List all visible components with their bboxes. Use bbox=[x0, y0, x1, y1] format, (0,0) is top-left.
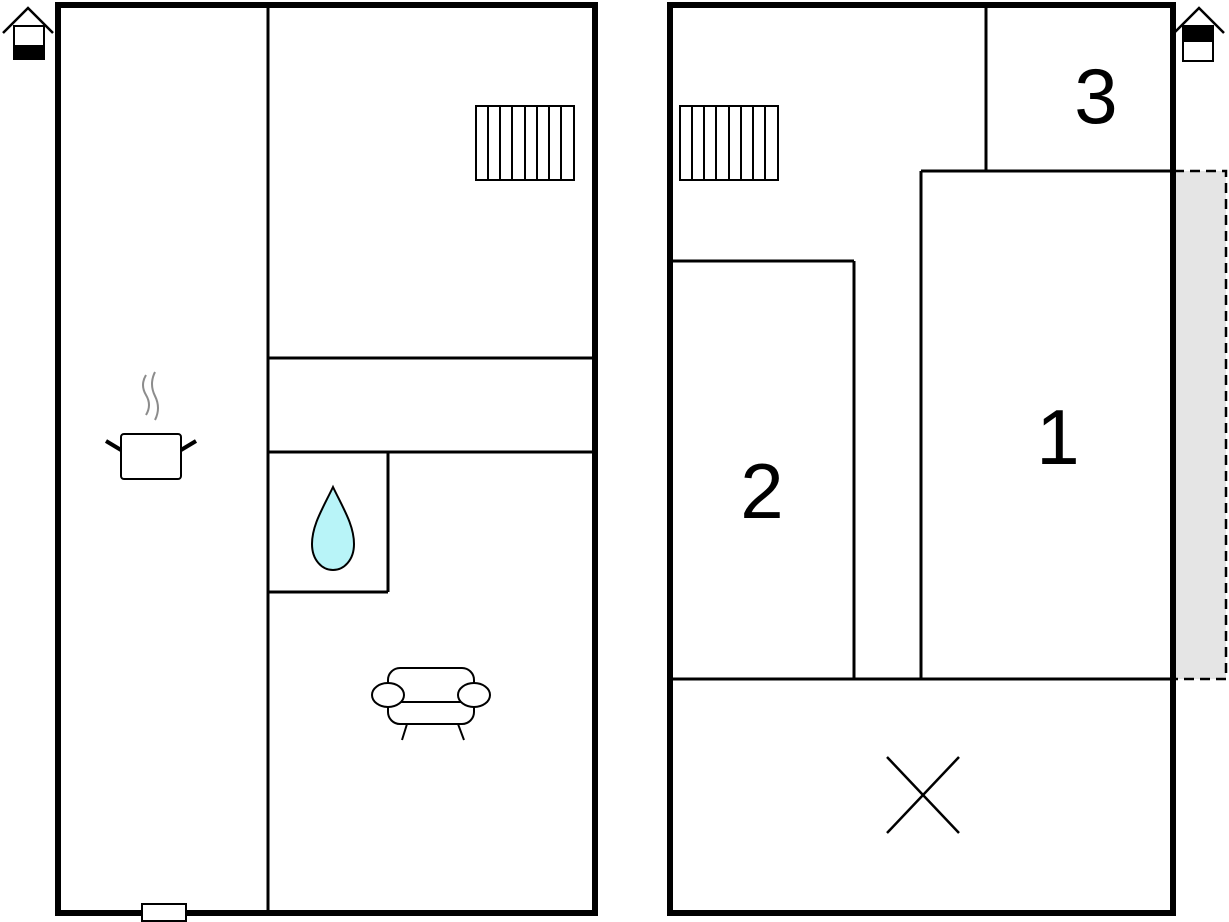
void-cross-icon bbox=[886, 756, 960, 834]
stairs-icon bbox=[475, 105, 575, 181]
upper-floor-outer-wall bbox=[667, 2, 1176, 916]
balcony bbox=[1172, 169, 1228, 681]
upper-floor-plan: 1 2 3 bbox=[667, 2, 1228, 916]
house-level-icon bbox=[1173, 6, 1225, 62]
water-drop-icon bbox=[310, 484, 356, 572]
ground-floor-plan bbox=[2, 2, 598, 922]
stairs-icon bbox=[679, 105, 779, 181]
house-level-icon bbox=[2, 6, 54, 60]
room-label-2: 2 bbox=[740, 447, 783, 535]
room-label-1: 1 bbox=[1036, 393, 1079, 481]
kitchen-pot-icon bbox=[104, 371, 198, 480]
room-label-3: 3 bbox=[1074, 52, 1117, 140]
sofa-icon bbox=[371, 667, 491, 741]
ground-floor-outer-wall bbox=[55, 2, 598, 916]
door-icon bbox=[141, 903, 187, 922]
